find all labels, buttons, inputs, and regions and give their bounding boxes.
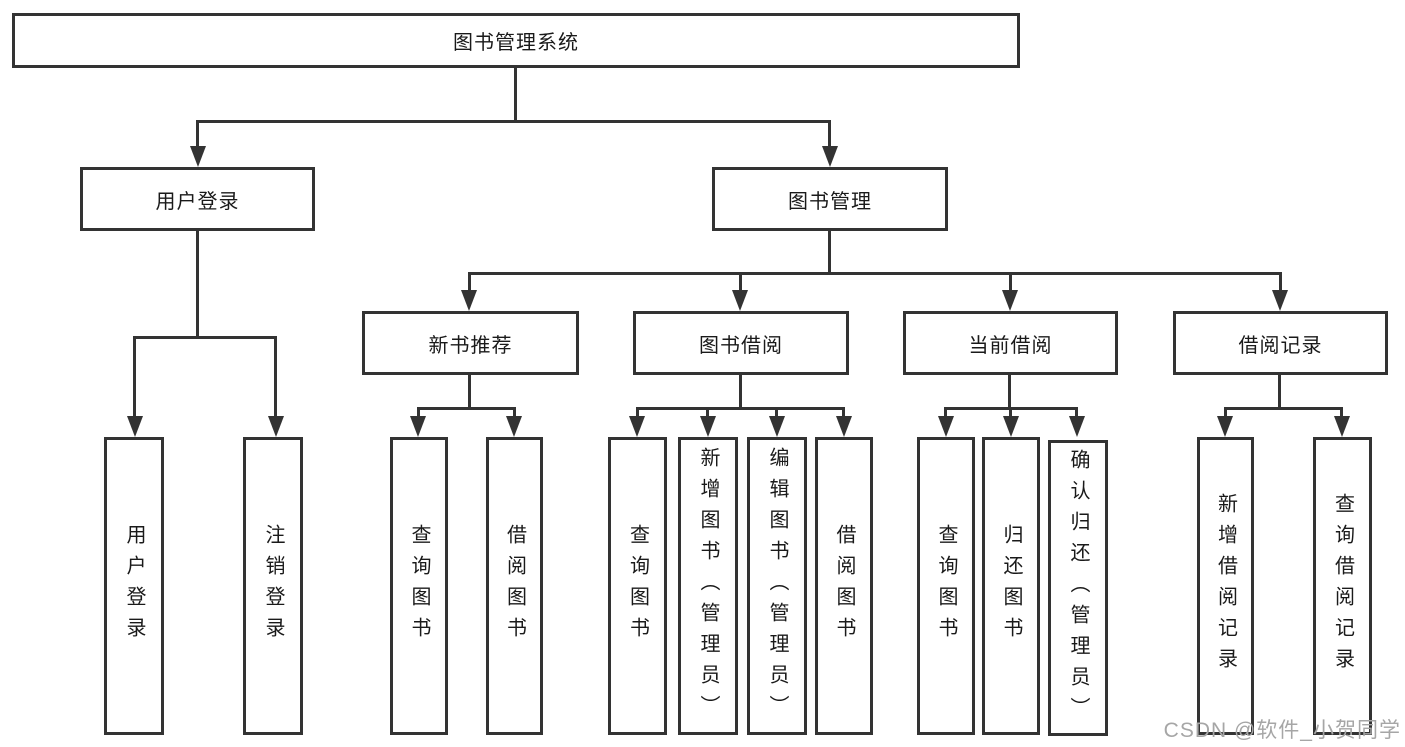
leaf-borrow-books: 借阅图书 bbox=[815, 437, 873, 735]
leaf-borrow-books-recommend: 借阅图书 bbox=[486, 437, 543, 735]
leaf-add-books-admin: 新增图书（管理员） bbox=[678, 437, 738, 735]
arrow-down-icon bbox=[268, 416, 284, 437]
node-new-book-recommend: 新书推荐 bbox=[362, 311, 579, 375]
arrow-down-icon bbox=[461, 290, 477, 311]
connector-line bbox=[1340, 407, 1343, 419]
connector-line bbox=[133, 336, 136, 420]
arrow-down-icon bbox=[938, 416, 954, 437]
connector-line bbox=[1224, 407, 1227, 419]
connector-line bbox=[1008, 375, 1011, 410]
connector-line bbox=[274, 336, 277, 420]
arrow-down-icon bbox=[1069, 416, 1085, 437]
arrow-down-icon bbox=[629, 416, 645, 437]
node-library-management-system: 图书管理系统 bbox=[12, 13, 1020, 68]
connector-line bbox=[1278, 375, 1281, 410]
arrow-down-icon bbox=[1272, 290, 1288, 311]
arrow-down-icon bbox=[410, 416, 426, 437]
connector-line bbox=[133, 336, 277, 339]
connector-line bbox=[1075, 407, 1078, 419]
connector-line bbox=[1009, 272, 1012, 294]
arrow-down-icon bbox=[700, 416, 716, 437]
arrow-down-icon bbox=[836, 416, 852, 437]
connector-line bbox=[944, 407, 947, 419]
node-book-borrowing: 图书借阅 bbox=[633, 311, 849, 375]
leaf-return-books: 归还图书 bbox=[982, 437, 1040, 735]
arrow-down-icon bbox=[769, 416, 785, 437]
connector-line bbox=[636, 407, 845, 410]
node-current-borrowing: 当前借阅 bbox=[903, 311, 1118, 375]
connector-line bbox=[196, 120, 830, 123]
connector-line bbox=[1279, 272, 1282, 294]
connector-line bbox=[1009, 407, 1012, 419]
node-user-login: 用户登录 bbox=[80, 167, 315, 231]
node-book-management: 图书管理 bbox=[712, 167, 948, 231]
arrow-down-icon bbox=[1002, 290, 1018, 311]
leaf-user-login: 用户登录 bbox=[104, 437, 164, 735]
arrow-down-icon bbox=[1003, 416, 1019, 437]
connector-line bbox=[513, 407, 516, 419]
connector-line bbox=[417, 407, 420, 419]
connector-line bbox=[706, 407, 709, 419]
arrow-down-icon bbox=[1334, 416, 1350, 437]
leaf-query-books-borrowing: 查询图书 bbox=[608, 437, 667, 735]
leaf-confirm-return-admin: 确认归还（管理员） bbox=[1048, 440, 1108, 736]
leaf-query-books-recommend: 查询图书 bbox=[390, 437, 448, 735]
arrow-down-icon bbox=[506, 416, 522, 437]
arrow-down-icon bbox=[822, 146, 838, 167]
arrow-down-icon bbox=[190, 146, 206, 167]
connector-line bbox=[468, 272, 1281, 275]
connector-line bbox=[196, 120, 199, 150]
leaf-edit-books-admin: 编辑图书（管理员） bbox=[747, 437, 807, 735]
leaf-logout: 注销登录 bbox=[243, 437, 303, 735]
connector-line bbox=[828, 120, 831, 150]
leaf-query-borrow-record: 查询借阅记录 bbox=[1313, 437, 1372, 735]
connector-line bbox=[828, 231, 831, 275]
arrow-down-icon bbox=[1217, 416, 1233, 437]
connector-line bbox=[739, 272, 742, 294]
connector-line bbox=[775, 407, 778, 419]
leaf-add-borrow-record: 新增借阅记录 bbox=[1197, 437, 1254, 735]
connector-line bbox=[842, 407, 845, 419]
connector-line bbox=[468, 272, 471, 294]
connector-line bbox=[417, 407, 516, 410]
connector-line bbox=[468, 375, 471, 410]
arrow-down-icon bbox=[732, 290, 748, 311]
csdn-watermark: CSDN @软件_小贺同学 bbox=[1163, 719, 1401, 742]
connector-line bbox=[636, 407, 639, 419]
connector-line bbox=[1224, 407, 1343, 410]
node-borrow-records: 借阅记录 bbox=[1173, 311, 1388, 375]
connector-line bbox=[196, 231, 199, 339]
connector-line bbox=[739, 375, 742, 410]
connector-line bbox=[514, 68, 517, 122]
leaf-query-books-current: 查询图书 bbox=[917, 437, 975, 735]
arrow-down-icon bbox=[127, 416, 143, 437]
